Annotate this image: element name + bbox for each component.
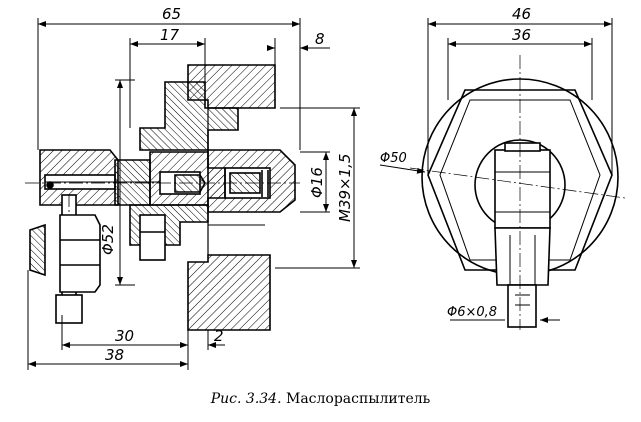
end-view-labels: 46 36 Φ50 Φ6×0,8 <box>380 5 531 320</box>
dim-phi50: Φ50 <box>380 151 407 166</box>
dim-36: 36 <box>512 26 531 44</box>
dim-thread: М39×1,5 <box>336 154 354 222</box>
section-dim-labels: 65 17 8 Φ52 Φ16 М39×1,5 30 38 2 <box>99 5 354 364</box>
section-dimensions <box>27 18 360 370</box>
body-upper <box>139 81 239 151</box>
small-nut <box>139 214 166 261</box>
figure-caption: Рис. 3.34. Маслораспылитель <box>0 391 641 407</box>
dim-2: 2 <box>214 327 224 345</box>
dim-phi52: Φ52 <box>99 224 117 255</box>
dim-17: 17 <box>160 26 180 44</box>
end-fitting <box>494 149 551 229</box>
caption-title: Маслораспылитель <box>286 391 431 407</box>
end-view-dimensions <box>379 18 613 323</box>
dim-phi16: Φ16 <box>308 167 326 198</box>
dim-38: 38 <box>105 346 124 364</box>
end-view <box>409 55 626 330</box>
dim-30: 30 <box>115 327 134 345</box>
lower-nut <box>59 214 101 293</box>
dim-46: 46 <box>512 5 531 23</box>
dim-65: 65 <box>162 5 181 23</box>
caption-number: Рис. 3.34. <box>210 391 282 407</box>
dim-orifice: Φ6×0,8 <box>447 305 497 320</box>
wall-bottom <box>187 254 271 331</box>
dim-8: 8 <box>315 30 325 48</box>
section-view <box>25 64 300 331</box>
